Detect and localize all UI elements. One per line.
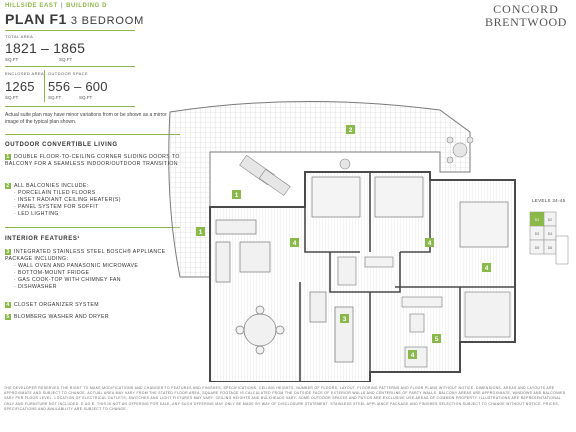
badge-4-d <box>408 350 417 359</box>
total-area-value: 1821 – 1865 <box>5 40 86 56</box>
beds <box>311 176 509 248</box>
badge-4-a <box>290 238 299 247</box>
outdoor-area-label: OUTDOOR SPACE <box>48 71 89 76</box>
keyplan-levels-label: LEVELS 34-45 <box>532 198 566 203</box>
badge-4-b-label: 4 <box>428 240 432 247</box>
item-text: DOUBLE FLOOR-TO-CEILING CORNER SLIDING D… <box>5 154 180 167</box>
floor-plan: 1 1 2 3 4 4 4 4 5 <box>168 100 516 382</box>
badge-5 <box>432 334 441 343</box>
badge-2 <box>346 125 355 134</box>
item-text: CLOSET ORGANIZER SYSTEM <box>14 302 99 308</box>
total-area-label: TOTAL AREA <box>5 34 34 39</box>
badge-4-d-label: 4 <box>411 352 415 359</box>
interior-walls <box>299 172 515 382</box>
divider <box>5 134 180 135</box>
unit-label: D1 <box>535 218 540 222</box>
badge-3 <box>340 314 349 323</box>
badge-1-label: 1 <box>199 229 203 236</box>
unit-label: D5 <box>535 246 540 250</box>
living-dining-furniture <box>215 219 354 363</box>
badge-4-c-label: 4 <box>485 265 489 272</box>
badge-2-label: 2 <box>349 127 353 134</box>
building-label: HILLSIDE EAST|BUILDING D <box>5 3 107 9</box>
item-sub: · DISHWASHER <box>14 284 57 290</box>
key-plan: D2 D3 D4 D5 D6 D1 <box>529 211 569 265</box>
bedroom-count: 3 BEDROOM <box>70 15 145 27</box>
item-number-badge: 3 <box>5 249 11 255</box>
item-text: ALL BALCONIES INCLUDE: <box>14 183 89 189</box>
divider <box>5 106 135 107</box>
unit-label: D4 <box>548 232 553 236</box>
legal-disclaimer: The developer reserves the right to make… <box>4 386 566 411</box>
item-sub: · INSET RADIANT CEILING HEATER(S) <box>14 197 121 203</box>
badge-1-b <box>232 190 241 199</box>
unit-label: D3 <box>535 232 540 236</box>
enclosed-area-label: ENCLOSED AREA <box>5 71 44 76</box>
item-number-badge: 5 <box>5 314 11 320</box>
badge-3-label: 3 <box>343 316 347 323</box>
plan-name: PLAN F1 <box>5 11 67 27</box>
bath-fixtures <box>337 256 511 368</box>
interior-heading: INTERIOR FEATURES¹ <box>5 236 81 242</box>
separator: | <box>60 3 64 9</box>
item-sub: · PANEL SYSTEM FOR SOFFIT <box>14 204 99 210</box>
plan-variation-note: Actual suite plan may have minor variati… <box>5 112 167 125</box>
item-text: BLOMBERG WASHER AND DRYER <box>14 314 110 320</box>
item-number-badge: 1 <box>5 154 11 160</box>
item-number-badge: 4 <box>5 302 11 308</box>
outdoor-heading: OUTDOOR CONVERTIBLE LIVING <box>5 142 118 148</box>
balcony <box>168 100 471 278</box>
unit-label: D2 <box>548 218 553 222</box>
logo-line-2: BRENTWOOD <box>484 15 568 29</box>
item-sub: · LED LIGHTING <box>14 211 59 217</box>
outdoor-area-unit: SQ.FT <box>79 95 93 100</box>
logo-line-1: CONCORD <box>493 2 559 16</box>
concord-brentwood-logo: CONCORD BRENTWOOD <box>480 2 572 30</box>
divider <box>44 70 45 102</box>
badge-5-label: 5 <box>435 336 439 343</box>
enclosed-area-unit: SQ.FT <box>5 95 19 100</box>
building-name: BUILDING D <box>66 3 108 9</box>
outdoor-area-unit: SQ.FT <box>48 95 62 100</box>
highlighted-unit <box>530 212 544 226</box>
item-sub: · WALL OVEN AND PANASONIC MICROWAVE <box>14 263 139 269</box>
badge-4-c <box>482 263 491 272</box>
badge-1 <box>196 227 205 236</box>
item-text: INTEGRATED STAINLESS STEEL BOSCH® APPLIA… <box>5 249 166 262</box>
item-sub: · PORCELAIN TILED FLOORS <box>14 190 96 196</box>
total-area-unit: SQ.FT <box>59 57 73 62</box>
divider <box>5 30 135 31</box>
building-area: HILLSIDE EAST <box>5 3 58 9</box>
item-sub: · BOTTOM-MOUNT FRIDGE <box>14 270 90 276</box>
divider <box>5 227 180 228</box>
outdoor-area-value: 556 – 600 <box>48 79 108 94</box>
badge-4-a-label: 4 <box>293 240 297 247</box>
balcony-furniture <box>239 136 474 196</box>
badge-1-b-label: 1 <box>235 192 239 199</box>
enclosed-area-value: 1265 <box>5 79 35 94</box>
unit-label: D6 <box>548 246 553 250</box>
badge-4-b <box>425 238 434 247</box>
plan-badges: 1 1 2 3 4 4 4 4 5 <box>196 125 491 359</box>
item-sub: · GAS COOK-TOP WITH CHIMNEY FAN <box>14 277 121 283</box>
divider <box>5 66 135 67</box>
item-number-badge: 2 <box>5 183 11 189</box>
total-area-unit: SQ.FT <box>5 57 19 62</box>
